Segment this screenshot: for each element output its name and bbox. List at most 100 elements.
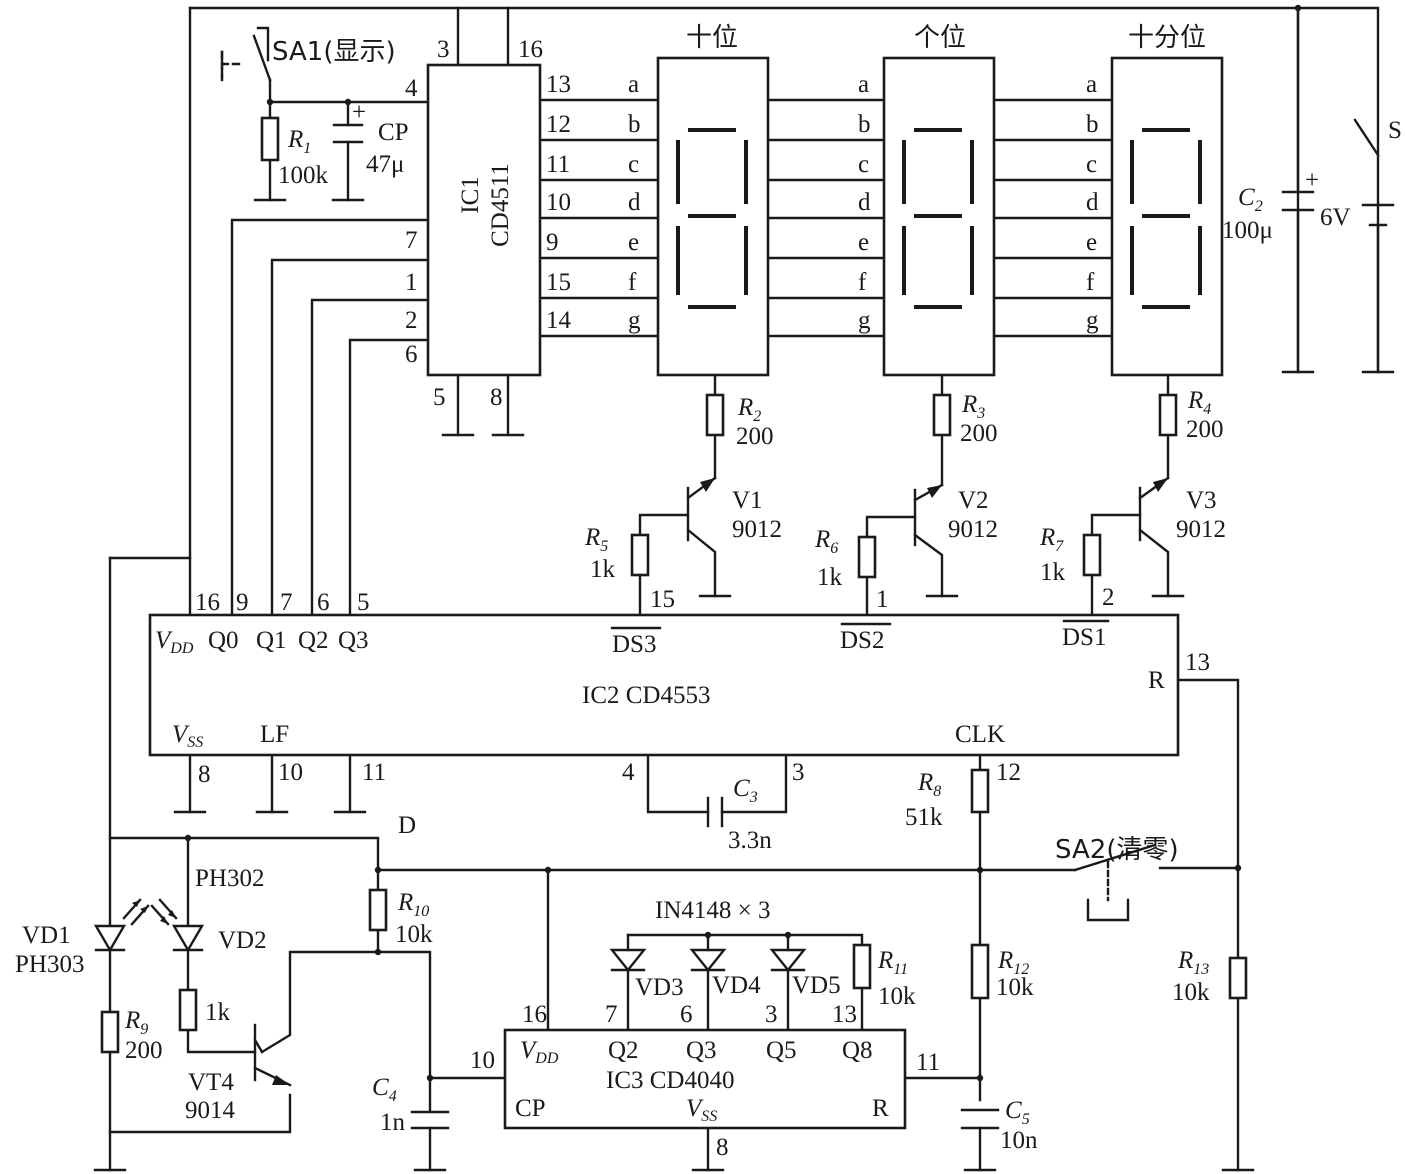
ic1-pin1: 1: [405, 269, 418, 296]
ic2-ds3: DS3: [612, 631, 656, 658]
ic3-pin8: 8: [716, 1134, 729, 1161]
ic2-pin1: 1: [876, 586, 889, 613]
ic2-cd4553: 16 9 7 6 5 15 1 2 VDD Q0 Q1 Q2 Q3 DS3 DS…: [148, 584, 1210, 788]
vd4-label: VD4: [712, 972, 761, 999]
v3-part: 9012: [1176, 516, 1226, 543]
resistor-r12: R12 10k: [970, 943, 1034, 1001]
resistor-r13: R13 10k: [1172, 947, 1248, 1006]
ic1-out-pin-11: 11: [546, 151, 570, 178]
ic3-vss: VSS: [686, 1095, 717, 1125]
ic2-pin6: 6: [317, 589, 330, 616]
ground-symbols: [93, 198, 1395, 1172]
seg-c: [744, 226, 748, 295]
sa1-switch: SA1(显示): [220, 34, 396, 82]
display-tens-label: 十位: [686, 23, 738, 53]
resistor-r11: R11 10k: [852, 943, 916, 1010]
vd3-label: VD3: [635, 974, 684, 1001]
seg-g: [914, 214, 962, 218]
ic2-pin11: 11: [362, 759, 386, 786]
ic2-ds1: DS1: [1062, 624, 1106, 651]
r13-value: 10k: [1172, 979, 1210, 1006]
c3-value: 3.3n: [728, 827, 772, 854]
segment-letter-b: b: [1086, 111, 1099, 138]
segment-letter-b: b: [858, 111, 871, 138]
r10-label: R10: [397, 889, 429, 920]
ic2-vdd: VDD: [155, 627, 194, 657]
display-tenths-label: 十分位: [1128, 23, 1206, 53]
segment-letter-d: d: [628, 189, 641, 216]
resistor-r6: R6 1k: [814, 526, 877, 591]
seg-g: [1142, 214, 1190, 218]
seg-a: [1142, 128, 1190, 132]
c3-label: C3: [733, 775, 758, 806]
seg-f: [902, 140, 906, 204]
ic3-pin11: 11: [916, 1049, 940, 1076]
seg-f: [1130, 140, 1134, 204]
ic2-q2: Q2: [298, 627, 329, 654]
r11-value: 10k: [878, 983, 916, 1010]
ic1-name: IC1: [457, 176, 484, 214]
ic2-pin2: 2: [1102, 584, 1115, 611]
ic3-q3: Q3: [686, 1037, 717, 1064]
seg-c: [1198, 226, 1202, 295]
r4-value: 200: [1186, 416, 1224, 443]
capacitor-c2: + C2 100μ: [1222, 167, 1319, 244]
r4-label: R4: [1187, 387, 1211, 418]
node-d-label: D: [398, 812, 416, 839]
ic2-vss: VSS: [172, 721, 203, 751]
capacitor-c5: C5 10n: [960, 1097, 1038, 1154]
seg-e: [676, 226, 680, 295]
ic2-pin10: 10: [278, 759, 303, 786]
seven-segment-ones: [902, 128, 974, 309]
ic3-title: IC3 CD4040: [606, 1067, 734, 1094]
ic1-part: CD4511: [487, 163, 514, 247]
seg-a: [688, 128, 736, 132]
sa1-label: SA1(显示): [272, 37, 396, 67]
capacitor-cp: + CP 47μ: [332, 99, 409, 178]
r3-value: 200: [960, 420, 998, 447]
ic2-pin16: 16: [195, 589, 220, 616]
ic3-q8: Q8: [842, 1037, 873, 1064]
segment-letter-e: e: [628, 229, 639, 256]
ic3-cp: CP: [515, 1095, 546, 1122]
c2-label: C2: [1238, 184, 1263, 215]
r8-label: R8: [917, 769, 941, 800]
sa2-switch: SA2(清零): [1055, 835, 1179, 922]
c2-plus: +: [1305, 167, 1319, 194]
segment-letter-g: g: [1086, 307, 1099, 334]
vd5-label: VD5: [792, 972, 841, 999]
resistor-r9: R9 200: [100, 1007, 163, 1064]
ic1-pin2: 2: [405, 307, 418, 334]
ic2-q0: Q0: [208, 627, 239, 654]
seg-d: [1142, 305, 1190, 309]
vd1-label: VD1: [22, 922, 71, 949]
ic1-pin16: 16: [518, 36, 543, 63]
diode-vd4: VD4: [689, 948, 761, 999]
seg-b: [1198, 140, 1202, 204]
transistor-v3: V3 9012: [1138, 478, 1226, 543]
segment-letter-g: g: [628, 307, 641, 334]
r12-label: R12: [997, 947, 1029, 978]
diode-vd3: VD3: [609, 948, 684, 1001]
ic2-pin8: 8: [198, 761, 211, 788]
r9-value: 200: [125, 1037, 163, 1064]
c4-label: C4: [372, 1074, 397, 1105]
seg-d: [688, 305, 736, 309]
r11-label: R11: [877, 947, 908, 978]
seg-a: [914, 128, 962, 132]
resistor-r3: R3 200: [932, 391, 998, 447]
ic2-q3: Q3: [338, 627, 369, 654]
ic1-out-pin-14: 14: [546, 307, 572, 334]
segment-letter-f: f: [858, 269, 867, 296]
segment-letter-a: a: [1086, 71, 1097, 98]
segment-letter-a: a: [858, 71, 869, 98]
in4148-label: IN4148 × 3: [655, 897, 770, 924]
ic3-vdd: VDD: [520, 1037, 559, 1067]
r3-label: R3: [961, 391, 985, 422]
ic1-out-pin-13: 13: [546, 71, 571, 98]
